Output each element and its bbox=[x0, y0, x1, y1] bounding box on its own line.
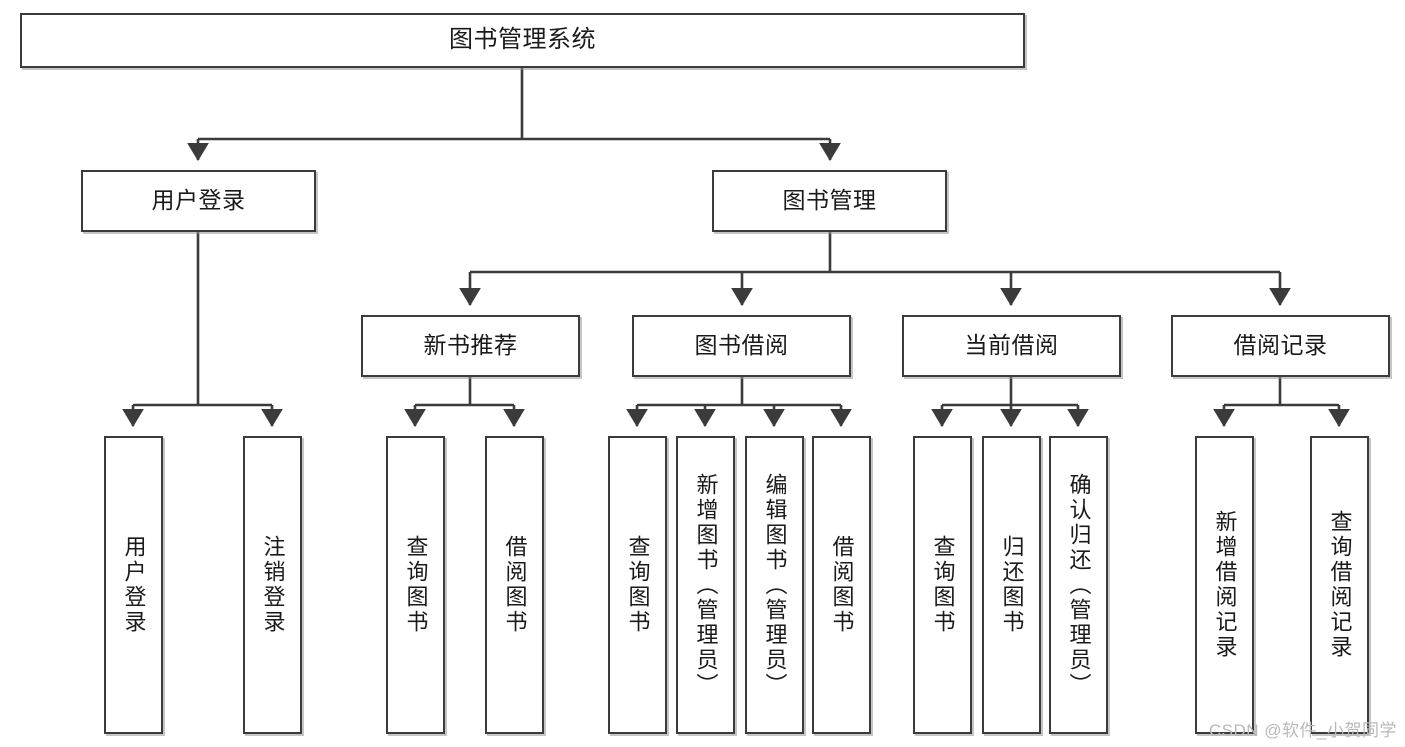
node-label: 确认归还（管理员） bbox=[1066, 472, 1092, 698]
node-current-borrow[interactable]: 当前借阅 bbox=[902, 315, 1121, 377]
node-label: 新增图书（管理员） bbox=[693, 472, 719, 698]
node-root-book-management-system[interactable]: 图书管理系统 bbox=[20, 13, 1025, 68]
leaf-current-borrow-confirm-return[interactable]: 确认归还（管理员） bbox=[1049, 436, 1108, 734]
node-label: 查询图书 bbox=[403, 535, 429, 635]
node-label: 归还图书 bbox=[999, 535, 1025, 635]
node-label: 查询借阅记录 bbox=[1327, 510, 1353, 660]
node-label: 用户登录 bbox=[151, 187, 246, 214]
node-label: 借阅记录 bbox=[1233, 332, 1328, 359]
leaf-new-book-borrow[interactable]: 借阅图书 bbox=[485, 436, 544, 734]
node-label: 图书借阅 bbox=[694, 332, 789, 359]
node-label: 编辑图书（管理员） bbox=[762, 472, 788, 698]
leaf-user-login-login[interactable]: 用户登录 bbox=[104, 436, 163, 734]
node-label: 用户登录 bbox=[121, 535, 147, 635]
node-label: 新增借阅记录 bbox=[1212, 510, 1238, 660]
node-borrow-record[interactable]: 借阅记录 bbox=[1171, 315, 1390, 377]
leaf-current-borrow-return[interactable]: 归还图书 bbox=[982, 436, 1041, 734]
node-user-login[interactable]: 用户登录 bbox=[81, 170, 316, 232]
node-label: 查询图书 bbox=[625, 535, 651, 635]
node-label: 当前借阅 bbox=[964, 332, 1059, 359]
node-label: 借阅图书 bbox=[502, 535, 528, 635]
leaf-book-borrow-add[interactable]: 新增图书（管理员） bbox=[676, 436, 735, 734]
node-label: 注销登录 bbox=[260, 535, 286, 635]
leaf-new-book-query[interactable]: 查询图书 bbox=[386, 436, 445, 734]
leaf-borrow-record-add[interactable]: 新增借阅记录 bbox=[1195, 436, 1254, 734]
leaf-current-borrow-query[interactable]: 查询图书 bbox=[913, 436, 972, 734]
node-label: 查询图书 bbox=[930, 535, 956, 635]
leaf-borrow-record-query[interactable]: 查询借阅记录 bbox=[1310, 436, 1369, 734]
node-book-borrow[interactable]: 图书借阅 bbox=[632, 315, 851, 377]
node-label: 新书推荐 bbox=[423, 332, 518, 359]
node-book-management[interactable]: 图书管理 bbox=[712, 170, 947, 232]
node-label: 借阅图书 bbox=[829, 535, 855, 635]
leaf-book-borrow-edit[interactable]: 编辑图书（管理员） bbox=[745, 436, 804, 734]
node-new-book-recommend[interactable]: 新书推荐 bbox=[361, 315, 580, 377]
leaf-book-borrow-query[interactable]: 查询图书 bbox=[608, 436, 667, 734]
leaf-book-borrow-borrow[interactable]: 借阅图书 bbox=[812, 436, 871, 734]
node-label: 图书管理 bbox=[782, 187, 877, 214]
leaf-user-login-logout[interactable]: 注销登录 bbox=[243, 436, 302, 734]
node-label: 图书管理系统 bbox=[449, 26, 596, 54]
